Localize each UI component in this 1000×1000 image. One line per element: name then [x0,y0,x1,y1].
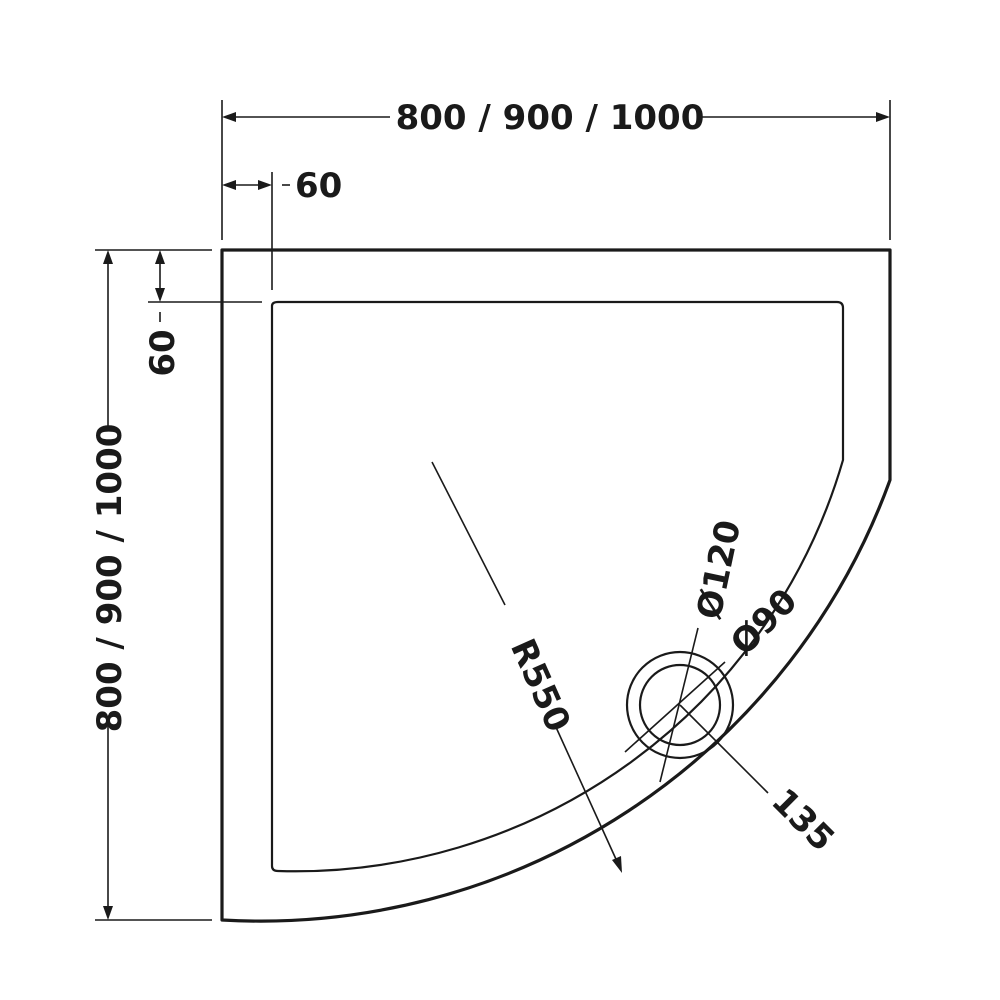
height-label: 800 / 900 / 1000 [90,424,130,733]
tray-outer-outline [220,248,892,923]
width-dimension: 800 / 900 / 1000 [221,98,891,240]
radius-dimension: R550 [431,461,622,873]
rim-top-label: 60 [295,166,342,206]
waste-outlet [625,650,735,760]
radius-label: R550 [502,633,578,738]
height-dimension: 800 / 900 / 1000 [90,249,212,921]
waste-outer-diameter-label: Ø120 [689,517,749,623]
width-label: 800 / 900 / 1000 [396,98,705,138]
waste-outer-diameter-dimension: Ø120 [659,517,749,783]
waste-offset-label: 135 [764,781,842,859]
rim-left-label: 60 [143,329,183,376]
rim-top-dimension: 60 [222,166,342,290]
waste-offset-dimension: 135 [679,704,842,859]
waste-inner-ring [638,663,722,747]
waste-outer-ring [625,650,735,760]
tray-inner-outline [270,300,845,873]
rim-left-dimension: 60 [143,250,262,377]
waste-inner-diameter-label: Ø90 [723,581,805,663]
